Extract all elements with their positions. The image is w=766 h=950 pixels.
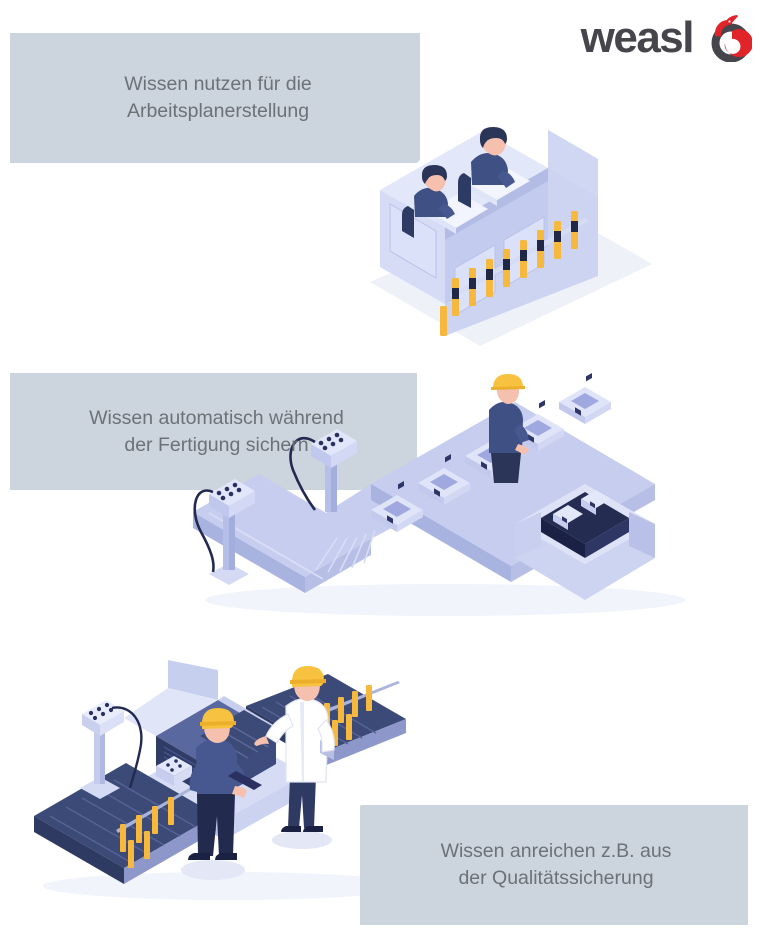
- weasl-logo[interactable]: weasl: [567, 12, 752, 64]
- callout-text-2: Wissen automatisch während der Fertigung…: [89, 406, 344, 456]
- illustration-quality-inspection: [28, 648, 428, 903]
- illustration-conveyor-line: [185, 372, 690, 617]
- illustration-control-desk: [352, 118, 682, 368]
- callout-box-2: Wissen automatisch während der Fertigung…: [10, 373, 417, 490]
- logo-wordmark: weasl: [580, 13, 695, 62]
- weasel-logo-icon: [690, 14, 752, 62]
- callout-box-3: Wissen anreichen z.B. aus der Qualitätss…: [360, 805, 748, 925]
- callout-text-3: Wissen anreichen z.B. aus der Qualitätss…: [440, 840, 672, 889]
- callout-box-1: Wissen nutzen für die Arbeitsplanerstell…: [10, 33, 420, 163]
- callout-text-1: Wissen nutzen für die Arbeitsplanerstell…: [124, 73, 312, 122]
